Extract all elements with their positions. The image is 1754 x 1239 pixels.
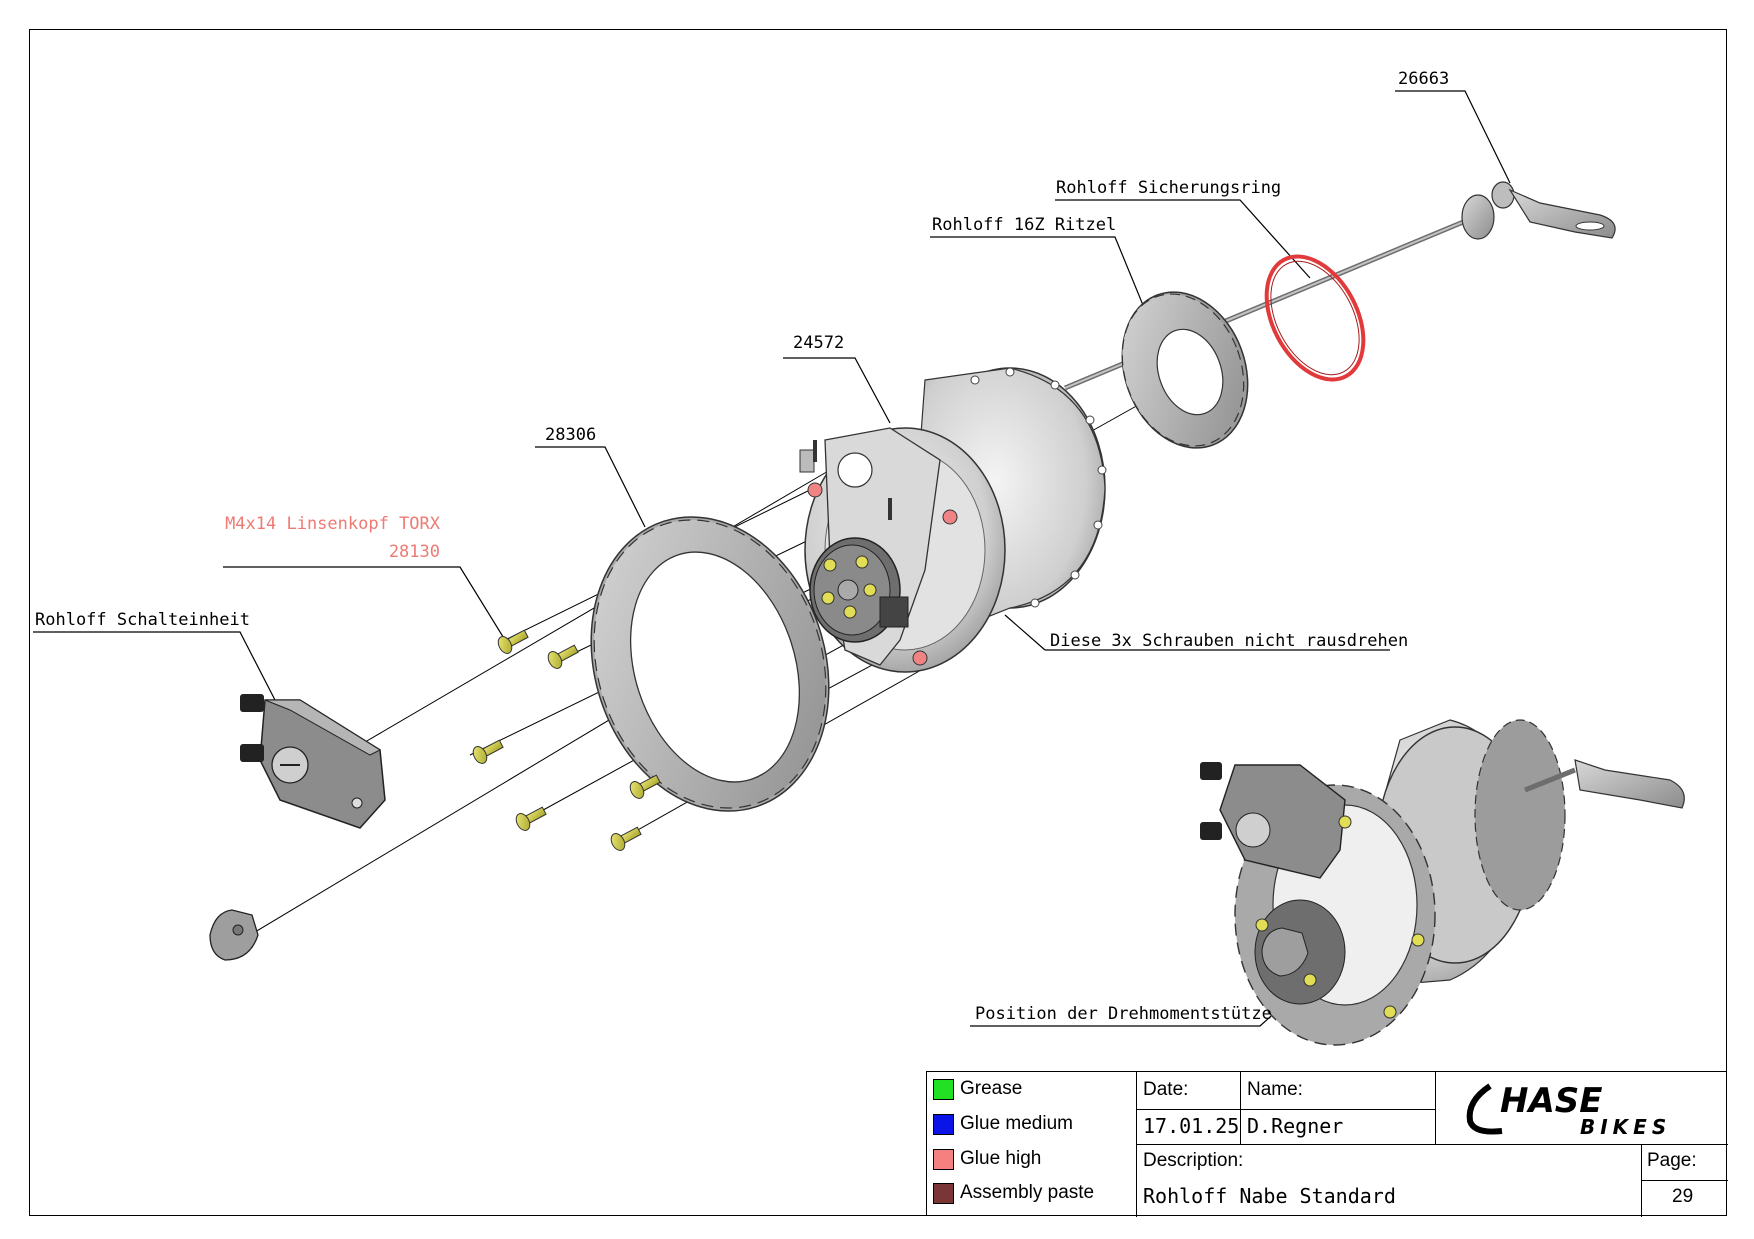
legend-label: Assembly paste <box>960 1182 1095 1203</box>
callout-part-28306: 28306 <box>545 425 597 445</box>
grease-swatch <box>933 1078 954 1100</box>
title-block: Grease Glue medium Glue high Assembly pa… <box>926 1071 1728 1217</box>
date-value: 17.01.25 <box>1143 1114 1240 1138</box>
glue-medium-swatch <box>933 1113 954 1135</box>
callout-screw-number: 28130 <box>388 542 440 562</box>
legend-glue-medium: Glue medium <box>933 1109 1073 1139</box>
hase-bikes-logo: HASE BIKES <box>1466 1081 1671 1138</box>
logo-main-text: HASE <box>1500 1081 1602 1121</box>
torx-screws <box>472 629 661 851</box>
description-value: Rohloff Nabe Standard <box>1143 1184 1396 1208</box>
description-label: Description: <box>1143 1150 1244 1171</box>
callout-note-screws: Diese 3x Schrauben nicht rausdrehen <box>1050 631 1409 651</box>
page-value: 29 <box>1672 1186 1694 1207</box>
page-label: Page: <box>1647 1150 1697 1171</box>
drawing-frame <box>29 29 1727 1216</box>
shifter-disk <box>809 537 909 643</box>
callout-ritzel: Rohloff 16Z Ritzel <box>932 215 1117 235</box>
callout-part-24572: 24572 <box>793 333 845 353</box>
callout-schalteinheit: Rohloff Schalteinheit <box>35 610 250 630</box>
assembled-view <box>1200 719 1685 1046</box>
legend-grease: Grease <box>933 1074 1022 1104</box>
callout-sicherungsring: Rohloff Sicherungsring <box>1056 178 1282 198</box>
legend-glue-high: Glue high <box>933 1144 1041 1174</box>
legend-label: Glue high <box>960 1148 1042 1169</box>
chainring <box>590 516 830 812</box>
legend-label: Glue medium <box>960 1113 1073 1134</box>
assembly-paste-swatch <box>933 1182 954 1204</box>
sprocket-16t <box>1121 291 1249 449</box>
name-value: D.Regner <box>1247 1114 1344 1138</box>
glue-high-swatch <box>933 1148 954 1170</box>
callout-part-26663: 26663 <box>1398 69 1450 89</box>
shift-box <box>240 694 386 829</box>
legend-label: Grease <box>960 1078 1023 1099</box>
legend-assembly-paste: Assembly paste <box>933 1178 1094 1208</box>
name-label: Name: <box>1247 1079 1303 1100</box>
logo-sub-text: BIKES <box>1580 1115 1671 1138</box>
callout-screw-name: M4x14 Linsenkopf TORX <box>225 514 440 534</box>
retaining-ring <box>1264 254 1366 382</box>
callout-torque-position: Position der Drehmomentstütze <box>975 1004 1272 1024</box>
axle-cap <box>209 909 259 961</box>
date-label: Date: <box>1143 1079 1189 1100</box>
